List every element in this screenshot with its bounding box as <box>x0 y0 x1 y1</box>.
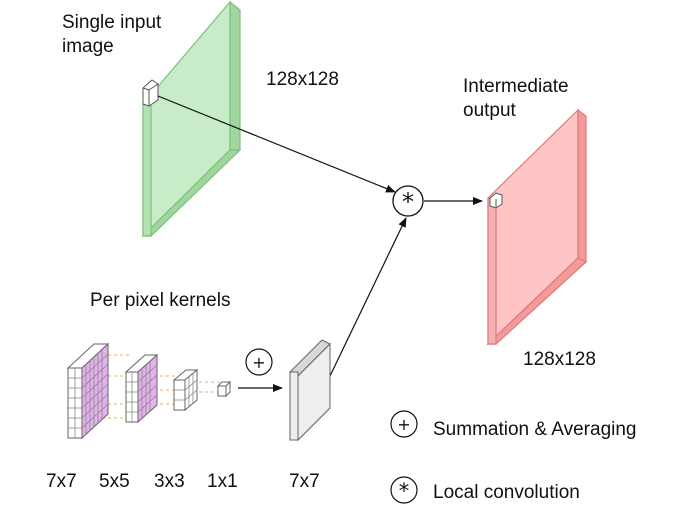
input-image-slab <box>141 0 242 238</box>
output-slab-edge <box>487 197 497 345</box>
output-slab <box>486 108 588 346</box>
kernel-3x3 <box>172 368 199 412</box>
kernel-1x1-label: 1x1 <box>207 471 238 492</box>
kernel-to-conv-arrow <box>329 217 407 377</box>
combined-kernel-label: 7x7 <box>289 471 320 492</box>
svg-text:*: * <box>399 479 410 503</box>
svg-text:+: + <box>397 415 410 434</box>
legend-sum-text: Summation & Averaging <box>433 419 637 440</box>
kernel-3x3-label: 3x3 <box>154 471 185 492</box>
sum-operator: + <box>245 348 273 376</box>
output-title: Intermediate output <box>463 76 569 121</box>
legend-conv-symbol: * <box>390 476 418 504</box>
combined-kernel-slab <box>289 339 331 442</box>
convolution-symbol: * <box>402 188 414 216</box>
input-to-conv-arrow <box>157 95 396 193</box>
per-pixel-kernels-title: Per pixel kernels <box>90 290 231 311</box>
output-slab-side <box>577 108 587 263</box>
input-size-label: 128x128 <box>266 69 339 90</box>
kernel-connectors <box>96 354 220 419</box>
input-image-title: Single input image <box>62 12 162 57</box>
output-size-label: 128x128 <box>523 349 596 370</box>
legend-sum-symbol: + <box>390 410 418 438</box>
kernel-7x7 <box>66 342 110 440</box>
kernel-1x1 <box>216 380 232 398</box>
sum-symbol: + <box>252 353 265 372</box>
convolution-operator: * <box>392 185 424 217</box>
kernel-5x5-label: 5x5 <box>99 471 130 492</box>
input-slab-edge <box>142 103 152 237</box>
kernel-7x7-label: 7x7 <box>46 471 77 492</box>
input-pixel-cube <box>142 79 159 107</box>
kernel-5x5 <box>124 353 159 424</box>
legend-conv-text: Local convolution <box>433 482 580 503</box>
